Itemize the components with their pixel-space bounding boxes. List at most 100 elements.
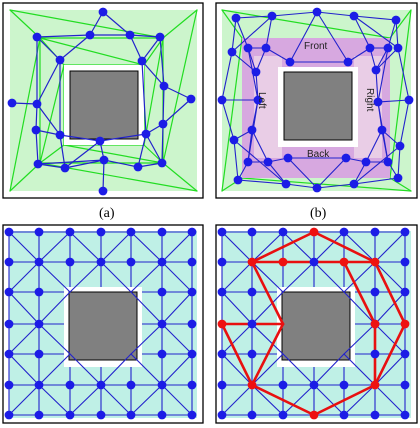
panel-c-nodes (4, 227, 197, 420)
roadmap-node (34, 227, 44, 237)
wall-label-left: Left (256, 92, 267, 109)
roadmap-edge (99, 133, 147, 142)
roadmap-node (247, 349, 257, 359)
roadmap-node (96, 410, 106, 420)
diagonal-edge (313, 261, 345, 293)
diagonal-edge (221, 261, 253, 293)
triangulation-edge (9, 37, 41, 192)
roadmap-node (285, 57, 295, 67)
roadmap-node (263, 157, 273, 167)
diagonal-edge (161, 353, 193, 386)
highlighted-node (247, 257, 257, 267)
roadmap-node (278, 410, 288, 420)
triangulation-edge (241, 177, 412, 192)
triangulation-edge (143, 37, 164, 66)
highlighted-edge (250, 260, 285, 326)
roadmap-node (99, 155, 109, 165)
roadmap-edge (221, 51, 233, 101)
diagonal-edge (343, 384, 376, 416)
roadmap-edge (36, 59, 61, 105)
diagonal-edge (374, 231, 406, 263)
diagonal-edge (69, 231, 102, 263)
highlighted-edge (250, 322, 285, 387)
roadmap-edge (159, 36, 165, 87)
diagonal-edge (38, 384, 71, 416)
panel-d-obstacle (281, 291, 351, 361)
diagonal-edge (161, 384, 193, 416)
caption-a: (a) (99, 206, 115, 221)
diagonal-edge (343, 261, 376, 293)
diagonal-edge (130, 323, 163, 355)
roadmap-edge (251, 129, 269, 163)
diagonal-edge (130, 384, 163, 416)
highlighted-node (370, 319, 380, 329)
roadmap-node (98, 186, 108, 196)
triangulation-edge (39, 144, 65, 164)
roadmap-node (400, 380, 410, 390)
triangulation-edge (389, 9, 412, 39)
roadmap-node (126, 257, 136, 267)
diagonal-edge (313, 384, 345, 416)
roadmap-node (217, 227, 227, 237)
panel-b-obstacle (283, 71, 353, 141)
roadmap-node (383, 157, 393, 167)
highlighted-edge (373, 260, 407, 326)
triangulation-edge (221, 9, 243, 39)
roadmap-node (126, 410, 136, 420)
roadmap-node (349, 11, 359, 21)
diagonal-edge (221, 291, 253, 325)
roadmap-node (34, 287, 44, 297)
highlighted-edge (373, 322, 407, 387)
diagonal-edge (38, 291, 71, 325)
diagonal-edge (100, 384, 132, 416)
roadmap-edge (399, 99, 410, 147)
wall-label-front: Front (304, 41, 328, 52)
diagonal-edge (282, 261, 315, 293)
roadmap-node (55, 130, 65, 140)
roadmap-node (229, 135, 239, 145)
roadmap-node (137, 56, 147, 66)
roadmap-node (33, 159, 43, 169)
roadmap-edge (231, 15, 273, 53)
diagonal-edge (374, 323, 406, 355)
roadmap-node (133, 162, 143, 172)
roadmap-node (247, 410, 257, 420)
diagonal-edge (221, 384, 253, 416)
roadmap-edge (64, 140, 101, 169)
highlighted-node (247, 380, 257, 390)
roadmap-node (278, 380, 288, 390)
roadmap-edge (64, 159, 105, 169)
diagonal-edge (8, 384, 40, 416)
triangulation-edge (9, 162, 41, 192)
diagonal-edge (221, 353, 253, 386)
roadmap-edge (36, 36, 61, 61)
roadmap-node (187, 287, 197, 297)
highlighted-node (370, 380, 380, 390)
roadmap-edge (35, 129, 39, 165)
roadmap-edge (36, 103, 61, 136)
roadmap-edge (353, 15, 371, 49)
roadmap-node (349, 179, 359, 189)
diagonal-edge (343, 231, 376, 263)
triangulation-edge (162, 9, 198, 39)
roadmap-node (370, 227, 380, 237)
roadmap-node (4, 319, 14, 329)
roadmap-node (85, 30, 95, 40)
roadmap-node (217, 257, 227, 267)
highlighted-node (309, 227, 319, 237)
diagonal-edge (8, 323, 40, 355)
diagonal-edge (251, 384, 284, 416)
roadmap-node (34, 257, 44, 267)
roadmap-node (365, 43, 375, 53)
roadmap-node (187, 257, 197, 267)
roadmap-node (157, 349, 167, 359)
roadmap-edge (141, 60, 165, 87)
roadmap-edge (162, 85, 165, 125)
diagonal-edge (343, 291, 376, 325)
diagonal-edge (130, 353, 163, 386)
roadmap-edge (397, 47, 410, 101)
roadmap-edge (265, 47, 291, 63)
diagonal-edge (251, 291, 284, 325)
roadmap-edge (145, 133, 163, 164)
